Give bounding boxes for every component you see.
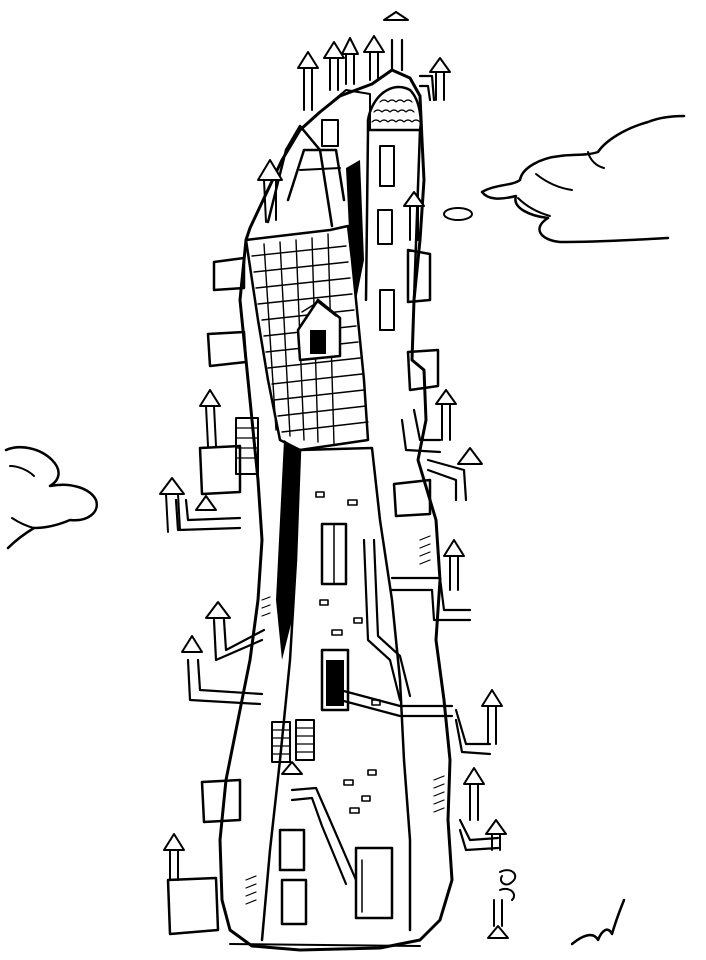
upper-turret <box>364 85 422 331</box>
facade-windows <box>278 522 394 926</box>
side-balconies <box>166 248 440 936</box>
pipes <box>174 38 500 886</box>
hatching <box>245 535 445 905</box>
tower-house <box>159 11 517 952</box>
upper-gables <box>266 89 371 228</box>
signature-mark <box>570 898 626 946</box>
chimney-stacks <box>165 51 503 927</box>
shutters <box>235 417 315 763</box>
cloud-right <box>443 114 686 244</box>
dormer-window <box>296 298 342 362</box>
cloud-left <box>4 446 99 550</box>
chimney-caps <box>159 11 509 939</box>
